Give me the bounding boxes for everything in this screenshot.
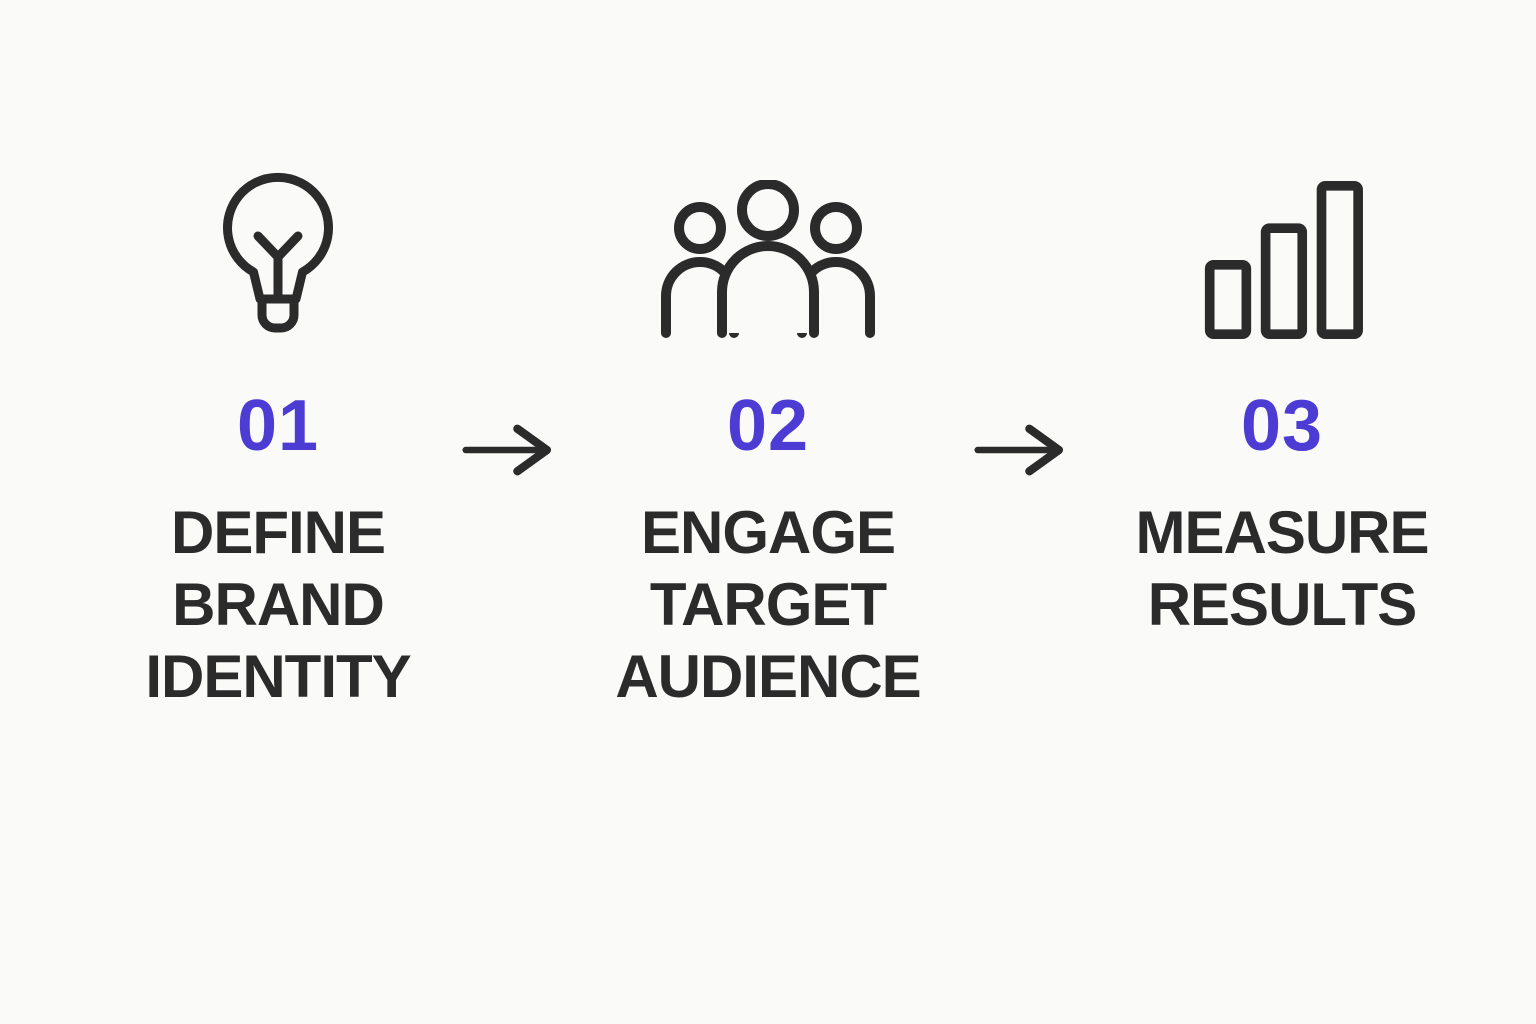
step-label-line: ENGAGE <box>640 499 896 566</box>
step-label-line: RESULTS <box>1147 571 1418 638</box>
step-number: 03 <box>1240 386 1324 466</box>
people-icon <box>658 180 878 338</box>
step-engage-target-audience: 02 ENGAGE TARGET AUDIENCE <box>558 0 978 1024</box>
step-number: 01 <box>236 386 320 466</box>
step-label-line: TARGET <box>649 571 887 638</box>
bar-chart-icon <box>1200 180 1364 340</box>
lightbulb-icon <box>216 166 340 344</box>
step-define-brand-identity: 01 DEFINE BRAND IDENTITY <box>68 0 488 1024</box>
step-label-line: IDENTITY <box>145 643 411 710</box>
step-label: MEASURE RESULTS <box>1072 497 1492 641</box>
step-number: 02 <box>726 386 810 466</box>
step-label-line: AUDIENCE <box>615 643 921 710</box>
arrow-right-icon <box>974 424 1070 476</box>
step-label-line: DEFINE <box>170 499 386 566</box>
step-label: ENGAGE TARGET AUDIENCE <box>558 497 978 713</box>
step-label-line: MEASURE <box>1135 499 1429 566</box>
step-measure-results: 03 MEASURE RESULTS <box>1072 0 1492 1024</box>
step-label-line: BRAND <box>172 571 385 638</box>
arrow-right-icon <box>462 424 558 476</box>
step-label: DEFINE BRAND IDENTITY <box>68 497 488 713</box>
